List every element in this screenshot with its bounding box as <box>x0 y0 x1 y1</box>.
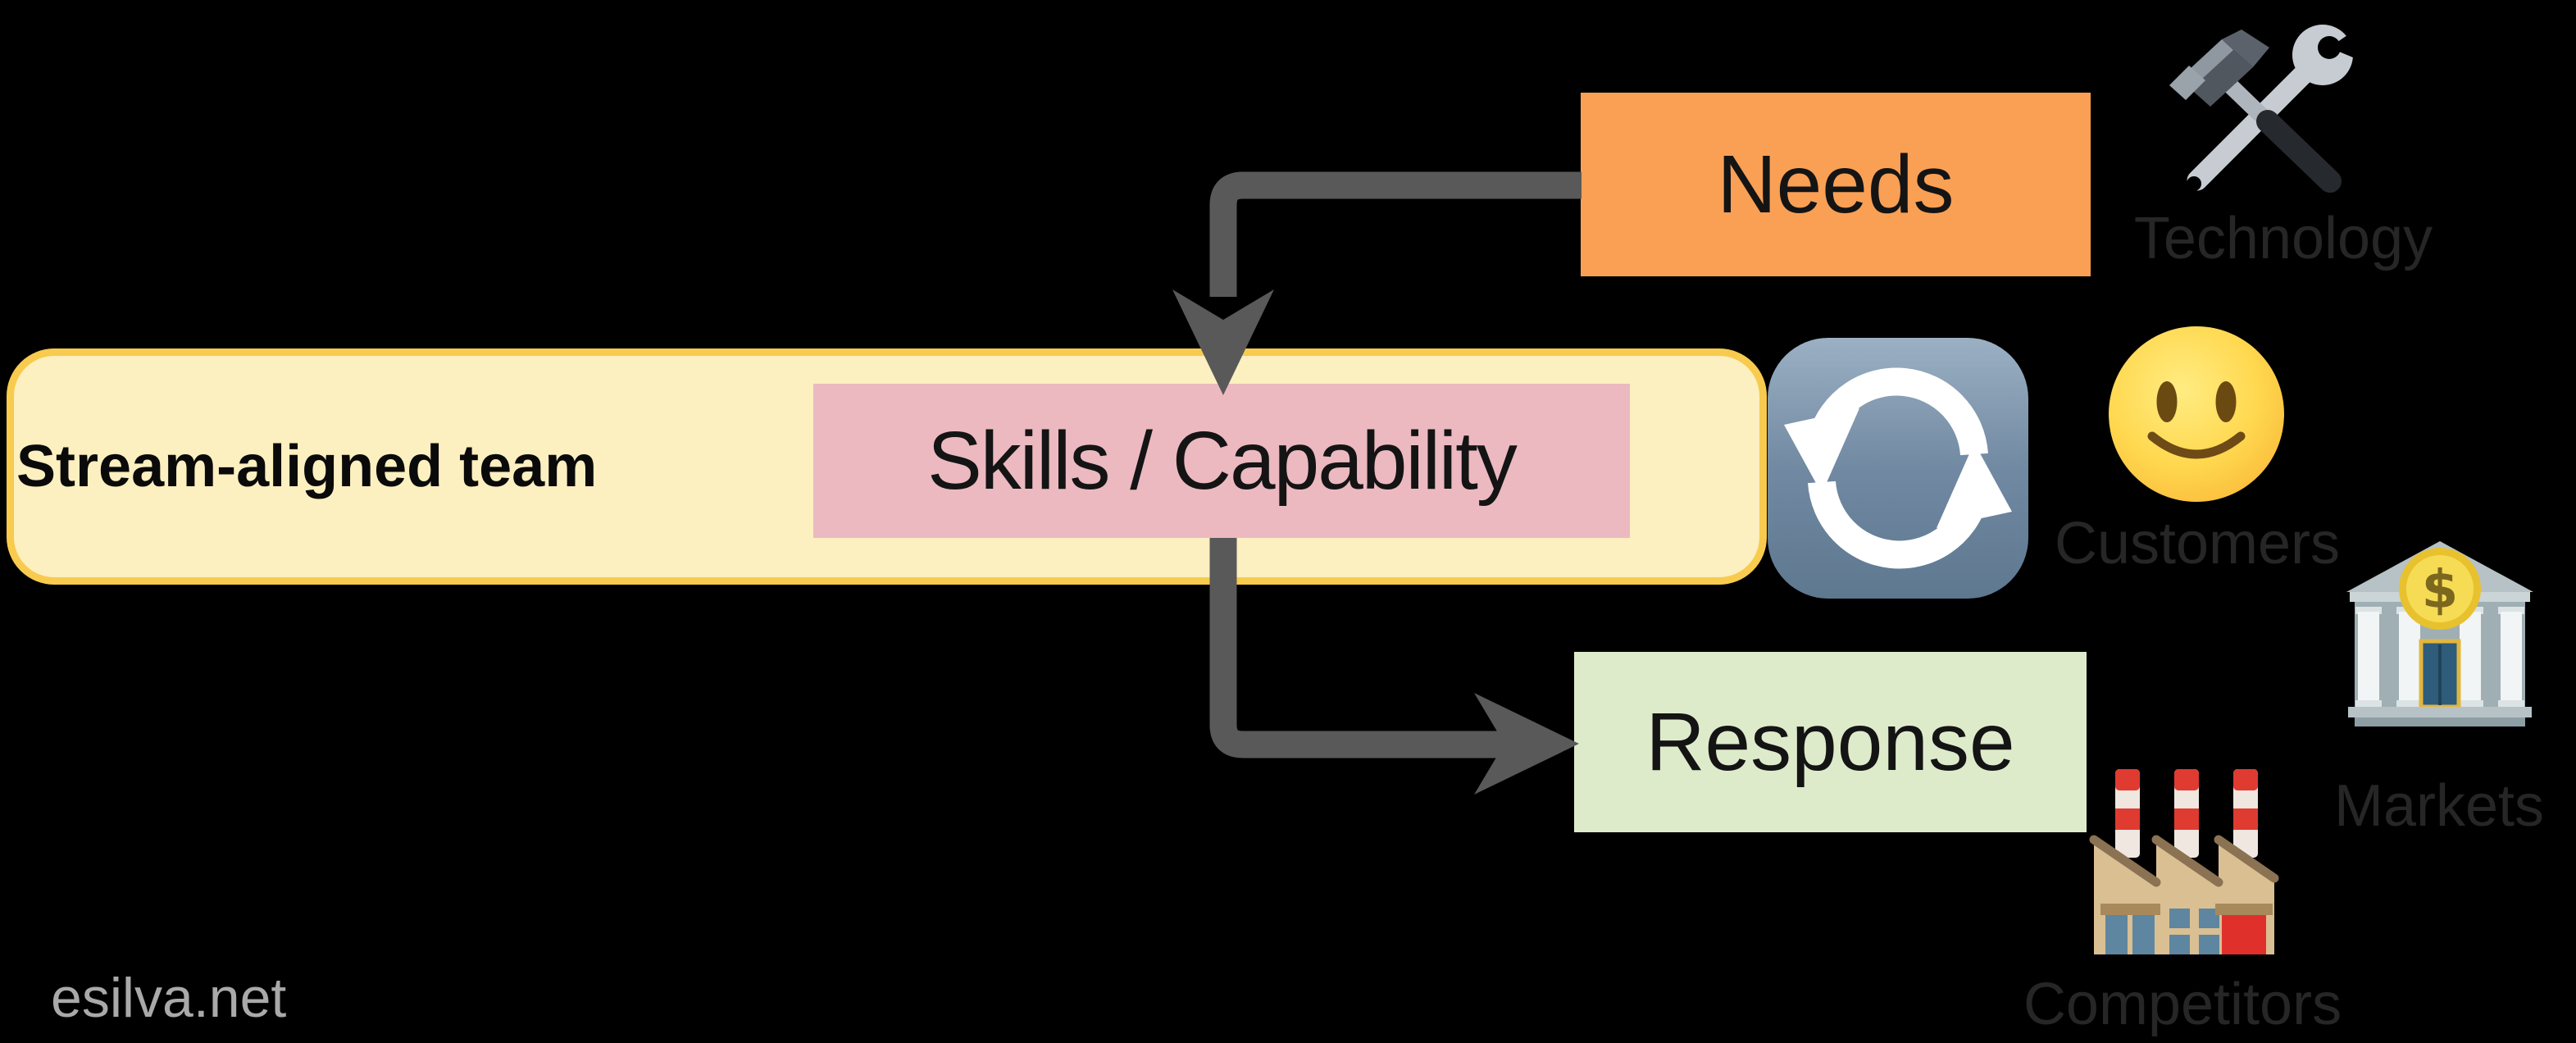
needs-box: Needs <box>1581 93 2091 276</box>
right-arrowhead-icon <box>1474 693 1579 795</box>
hammer-and-wrench-icon <box>2169 23 2364 193</box>
counterclockwise-arrows-icon <box>1768 338 2028 599</box>
watermark: esilva.net <box>51 967 287 1029</box>
skills-capability-label: Skills / Capability <box>927 414 1518 507</box>
response-label: Response <box>1645 695 2015 788</box>
skills-capability-box: Skills / Capability <box>813 384 1630 538</box>
needs-label: Needs <box>1717 138 1955 230</box>
svg-text:$: $ <box>2422 560 2459 621</box>
slightly-smiling-face-icon <box>2109 326 2284 502</box>
customers-label: Customers <box>2054 511 2341 576</box>
needs-to-skills-arrow-line <box>1209 171 1582 297</box>
stream-aligned-team-label: Stream-aligned team <box>16 434 598 499</box>
competitors-label: Competitors <box>2023 972 2342 1037</box>
factory-icon <box>2089 769 2279 954</box>
markets-label: Markets <box>2333 773 2545 839</box>
response-box: Response <box>1574 652 2087 832</box>
bank-icon: $ <box>2346 541 2533 726</box>
technology-label: Technology <box>2133 206 2433 271</box>
